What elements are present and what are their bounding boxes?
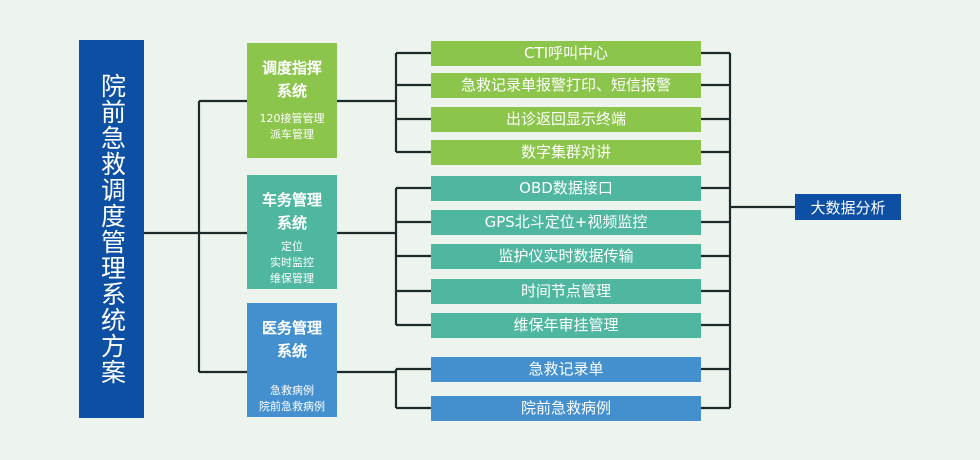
feature-label: 急救记录单	[528, 360, 604, 378]
feature-box: 院前急救病例	[431, 396, 701, 421]
vehicle-item: 定位	[281, 240, 303, 253]
feature-box: 数字集群对讲	[431, 140, 701, 165]
medical-system-title-1: 医务管理	[261, 319, 322, 337]
main-title-box: 院前急救调度管理系统方案	[79, 40, 144, 418]
vehicle-item: 实时监控	[270, 256, 314, 269]
dispatch-system-items: 120接管管理 派车管理	[260, 111, 325, 143]
feature-box: 急救记录单报警打印、短信报警	[431, 73, 701, 98]
dispatch-system-title-1: 调度指挥	[261, 59, 322, 77]
feature-label: 出诊返回显示终端	[505, 110, 626, 128]
feature-box: 时间节点管理	[431, 279, 701, 304]
main-title: 院前急救调度管理系统方案	[97, 73, 127, 385]
feature-box: OBD数据接口	[431, 176, 701, 201]
feature-label: 急救记录单报警打印、短信报警	[460, 76, 671, 94]
feature-label: 监护仪实时数据传输	[498, 247, 634, 265]
feature-label: GPS北斗定位+视频监控	[484, 213, 648, 231]
vehicle-item: 维保管理	[270, 272, 314, 285]
feature-label: 维保年审挂管理	[513, 316, 619, 334]
feature-label: 时间节点管理	[520, 282, 611, 300]
vehicle-system-title-1: 车务管理	[261, 191, 322, 209]
feature-box: 急救记录单	[431, 357, 701, 382]
dispatch-item: 120接管管理	[259, 112, 325, 125]
feature-label: 数字集群对讲	[520, 143, 611, 161]
feature-label: 院前急救病例	[520, 399, 611, 417]
feature-box: 监护仪实时数据传输	[431, 244, 701, 269]
medical-item: 急救病例	[270, 384, 314, 397]
dispatch-system-title-2: 系统	[276, 82, 307, 100]
feature-box: 维保年审挂管理	[431, 313, 701, 338]
big-data-label: 大数据分析	[810, 198, 886, 217]
feature-label: CTI呼叫中心	[523, 44, 609, 62]
medical-item: 院前急救病例	[259, 400, 325, 413]
vehicle-system-box: 车务管理 系统 定位 实时监控 维保管理	[247, 175, 337, 289]
vehicle-system-items: 定位 实时监控 维保管理	[270, 239, 314, 287]
medical-system-title-2: 系统	[276, 342, 307, 360]
feature-box: GPS北斗定位+视频监控	[431, 210, 701, 235]
medical-system-box: 医务管理 系统 急救病例 院前急救病例	[247, 303, 337, 417]
medical-system-items: 急救病例 院前急救病例	[259, 383, 325, 415]
dispatch-item: 派车管理	[270, 128, 314, 141]
big-data-analysis-box: 大数据分析	[795, 194, 901, 220]
dispatch-system-box: 调度指挥 系统 120接管管理 派车管理	[247, 43, 337, 158]
feature-box: CTI呼叫中心	[431, 41, 701, 66]
feature-label: OBD数据接口	[519, 179, 613, 197]
vehicle-system-title-2: 系统	[276, 214, 307, 232]
feature-box: 出诊返回显示终端	[431, 107, 701, 132]
